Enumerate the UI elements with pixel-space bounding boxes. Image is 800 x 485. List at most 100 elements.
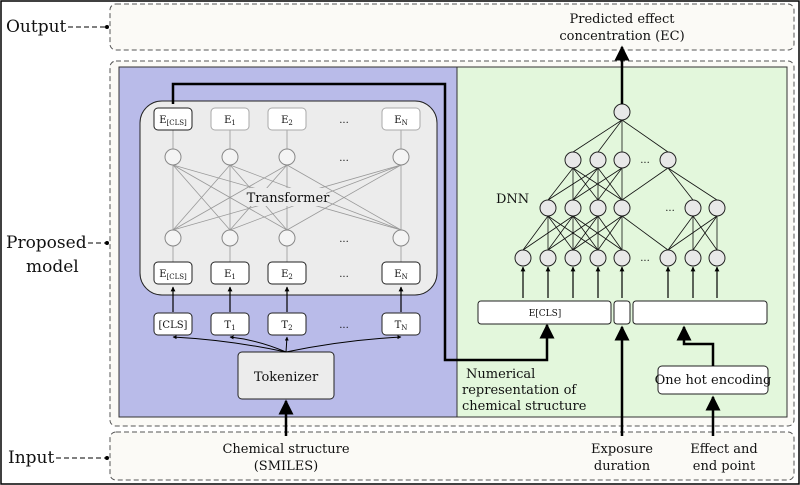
dnn-edge <box>692 215 718 251</box>
dnn-node <box>589 249 607 267</box>
dnn-edge <box>621 215 669 251</box>
dnn-edge <box>572 167 623 201</box>
dnn-edge <box>621 167 669 201</box>
tokenizer-arrow <box>285 335 402 353</box>
model-connector-dot <box>105 241 109 245</box>
tokenizer-label: Tokenizer <box>254 370 319 385</box>
numerical-label-3: chemical structure <box>462 399 587 414</box>
dnn-node <box>589 199 607 217</box>
token-ellipsis: ... <box>339 269 349 280</box>
top-token-box <box>381 107 421 131</box>
dnn-node <box>684 199 702 217</box>
transformer-ellipsis: ... <box>339 153 349 164</box>
transformer-label-bg <box>250 188 326 206</box>
effect-input-box <box>632 300 768 325</box>
numerical-label-1: Numerical <box>466 367 535 382</box>
dnn-node <box>564 199 582 217</box>
dnn-label: DNN <box>496 192 529 207</box>
dnn-node <box>539 249 557 267</box>
tokenizer-arrow <box>284 336 289 353</box>
dnn-edge <box>572 167 599 201</box>
input-token-label: [CLS] <box>159 320 188 331</box>
transformer-edge <box>286 164 402 231</box>
token-arrows <box>170 286 404 312</box>
numerical-label-2: representation of <box>462 383 577 398</box>
input-token-label: T1 <box>224 320 235 332</box>
tokenizer-arrow <box>172 335 287 353</box>
dnn-edge <box>621 119 669 153</box>
transformer-label: Transformer <box>247 191 331 206</box>
dnn-node <box>564 151 582 169</box>
embedding-token-label: E[CLS] <box>159 269 187 281</box>
embedding-token-label: E1 <box>224 269 236 281</box>
embedding-token-row: E[CLS] E1 E2... EN <box>153 261 421 285</box>
dnn-edge <box>597 167 623 201</box>
embedding-token-box <box>210 261 250 285</box>
embedding-token-label: EN <box>394 269 407 281</box>
ecls-input-box <box>477 300 612 325</box>
dnn-node <box>613 103 631 121</box>
dnn-edge <box>667 167 718 201</box>
top-token-label: E1 <box>224 115 236 127</box>
smiles-label: (SMILES) <box>254 459 319 474</box>
transformer-node <box>278 229 296 247</box>
output-connector-dot <box>105 25 109 29</box>
embedding-token-box <box>381 261 421 285</box>
output-row-box <box>109 3 795 51</box>
top-token-label: EN <box>394 115 407 127</box>
dnn-edge <box>572 119 623 153</box>
dnn-node <box>539 199 557 217</box>
top-token-box <box>153 107 193 131</box>
dnn-edge <box>597 215 623 251</box>
one-hot-arrow <box>676 325 715 366</box>
dnn-nodes: ......... <box>514 103 726 267</box>
dnn-ellipsis: ... <box>640 155 650 166</box>
transformer-ellipsis: ... <box>339 234 349 245</box>
dnn-edge <box>667 167 694 201</box>
transformer-node <box>164 148 182 166</box>
dnn-ellipsis: ... <box>665 203 675 214</box>
token-ellipsis: ... <box>339 320 349 331</box>
dnn-edge <box>597 119 623 153</box>
exposure-label-1: Exposure <box>591 442 653 457</box>
top-token-label: E2 <box>281 115 293 127</box>
one-hot-label: One hot encoding <box>655 373 772 388</box>
dnn-edge <box>547 167 574 201</box>
exposure-label-2: duration <box>594 459 651 474</box>
transformer-node <box>221 229 239 247</box>
top-token-box <box>267 107 307 131</box>
input-connector-dot <box>105 456 109 460</box>
dnn-ellipsis: ... <box>640 253 650 264</box>
model-row-label-2: model <box>26 257 79 277</box>
dnn-node <box>589 151 607 169</box>
input-token-box <box>381 312 421 336</box>
input-token-box <box>153 312 193 336</box>
top-token-label: E[CLS] <box>159 115 187 127</box>
transformer-node <box>278 148 296 166</box>
output-row-label: Output <box>6 17 67 37</box>
embedding-token-label: E2 <box>281 269 293 281</box>
dnn-node <box>708 249 726 267</box>
input-row-box <box>109 431 795 481</box>
dnn-node <box>684 249 702 267</box>
exposure-input-box <box>613 300 631 325</box>
dnn-connections <box>522 119 718 251</box>
dnn-node <box>659 249 677 267</box>
tokenizer-arrow <box>229 335 287 353</box>
dnn-edge <box>667 215 718 251</box>
dnn-edge <box>547 215 599 251</box>
dnn-node <box>708 199 726 217</box>
input-token-box <box>210 312 250 336</box>
embedding-token-box <box>267 261 307 285</box>
ecls-transfer-path <box>171 82 555 362</box>
dnn-node <box>613 151 631 169</box>
input-token-label: T2 <box>281 320 292 332</box>
transformer-edge <box>172 164 231 231</box>
dnn-node <box>659 151 677 169</box>
top-token-box <box>210 107 250 131</box>
input-row-label: Input <box>8 448 54 468</box>
